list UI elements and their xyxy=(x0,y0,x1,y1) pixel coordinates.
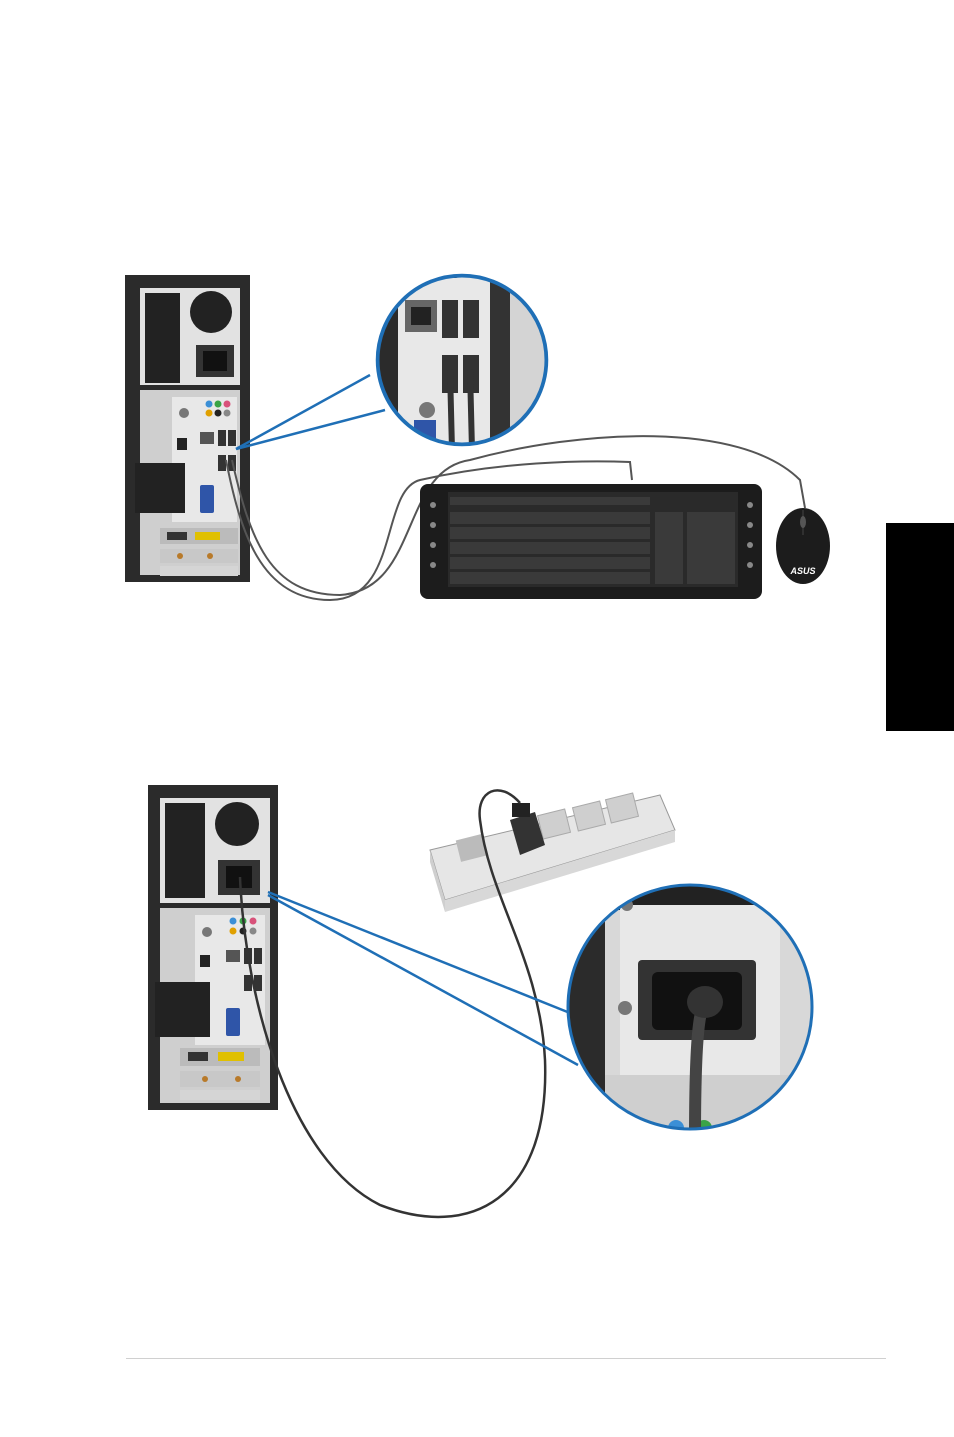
power-cord-illustration xyxy=(0,770,954,1230)
tower-rear-panel xyxy=(148,785,278,1110)
keyboard-icon xyxy=(420,484,762,599)
footer-rule xyxy=(126,1358,886,1359)
keyboard-mouse-illustration: ASUS xyxy=(0,255,954,615)
tower-rear-panel xyxy=(125,275,250,582)
power-cord-connection-figure xyxy=(0,770,954,1230)
usb-port-zoom xyxy=(360,266,570,450)
keyboard-mouse-connection-figure: ASUS xyxy=(0,255,954,615)
mouse-logo: ASUS xyxy=(789,566,815,576)
power-socket-zoom xyxy=(565,880,815,1145)
power-strip-icon xyxy=(430,793,675,912)
